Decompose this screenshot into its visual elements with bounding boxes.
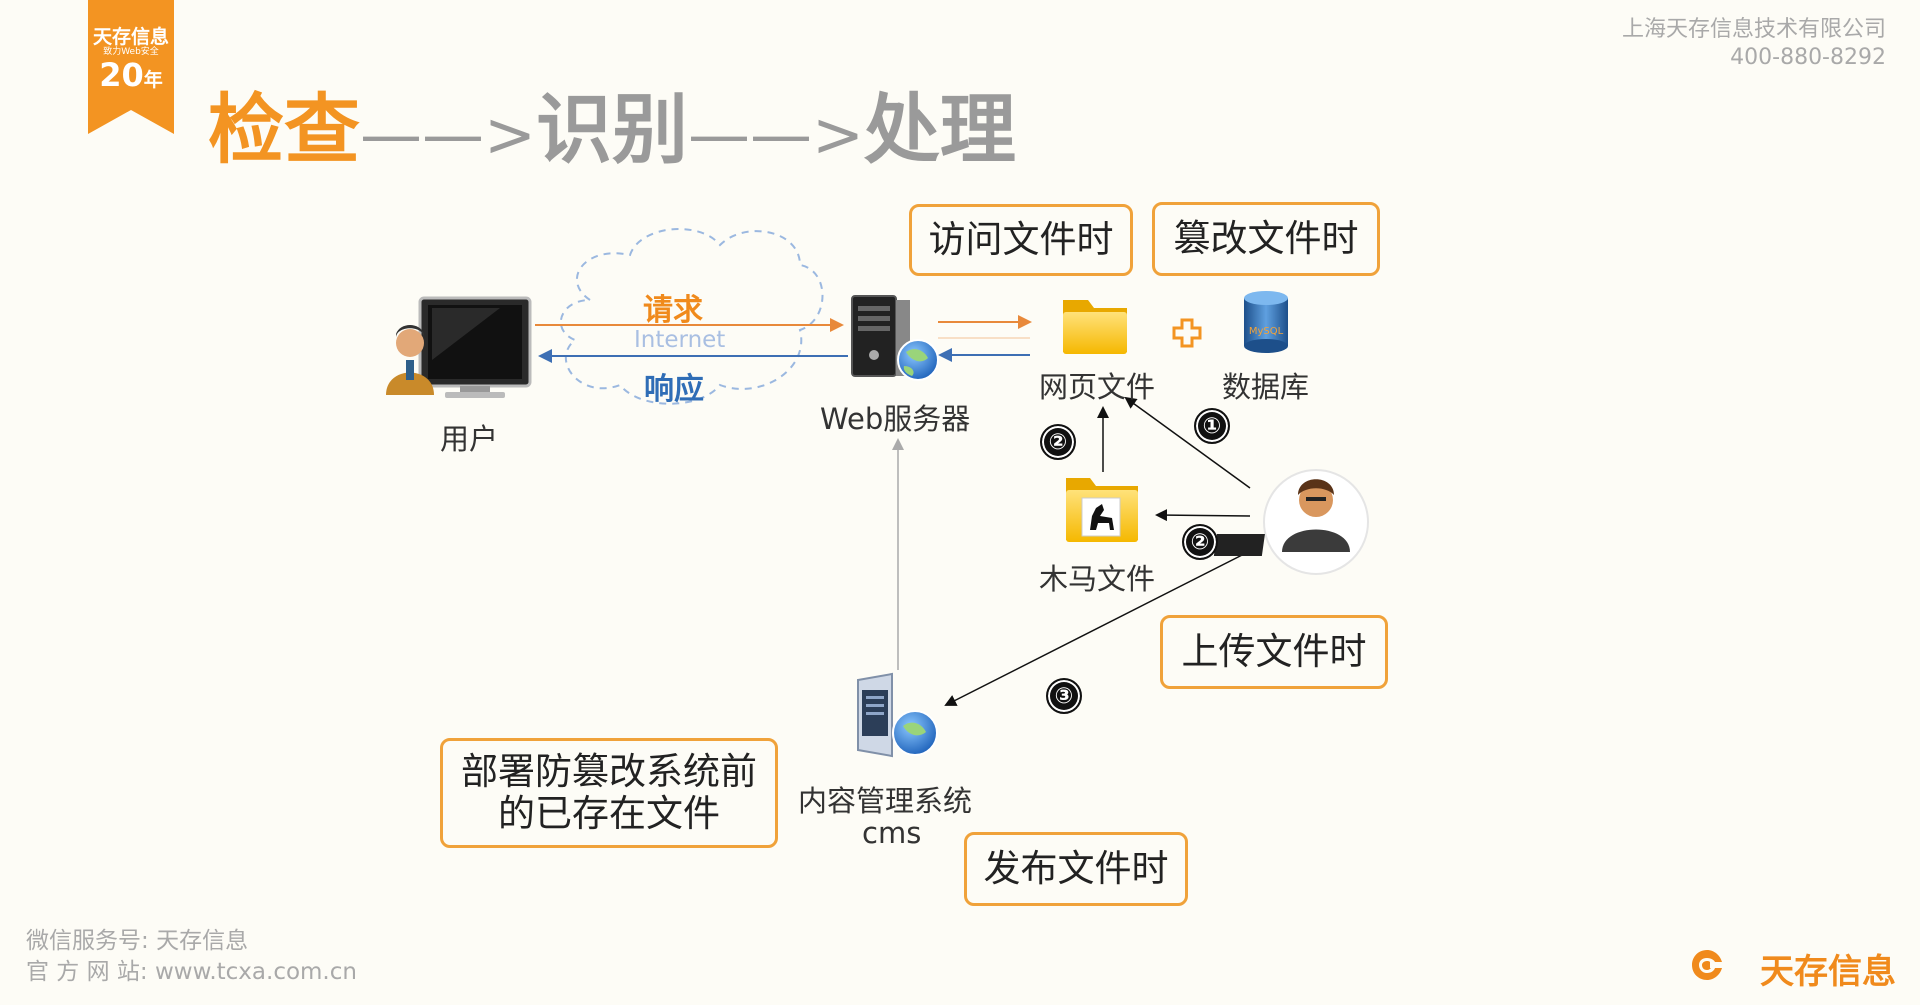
database-icon: MySQL <box>1244 291 1288 353</box>
web-file-folder-icon <box>1063 300 1127 354</box>
badge-years: 20年 <box>99 56 163 94</box>
response-label: 响应 <box>644 372 704 407</box>
arrow-step3 <box>944 549 1253 706</box>
callout-existing-line2: 的已存在文件 <box>498 792 720 835</box>
title-arrow-2: ——> <box>687 98 864 171</box>
step-2-badge-lower: ② <box>1182 524 1218 560</box>
user-person-icon <box>386 325 434 395</box>
callout-upload: 上传文件时 <box>1160 615 1388 689</box>
trojan-file-label: 木马文件 <box>1039 562 1156 596</box>
company-phone: 400-880-8292 <box>1730 45 1886 70</box>
web-server-icon <box>851 295 939 381</box>
cms-label: 内容管理系统 <box>798 784 973 818</box>
attacker-icon <box>1213 469 1369 575</box>
wechat-value: 天存信息 <box>156 928 249 954</box>
title-check: 检查 <box>208 85 360 174</box>
title-identify: 识别 <box>535 85 688 174</box>
brand-logo-text: 天存信息 <box>1760 952 1896 992</box>
callout-publish: 发布文件时 <box>964 832 1188 906</box>
callout-access: 访问文件时 <box>909 204 1133 276</box>
badge-brand: 天存信息 <box>92 26 169 48</box>
company-name: 上海天存信息技术有限公司 <box>1621 17 1886 42</box>
callout-existing-files: 部署防篡改系统前 的已存在文件 <box>440 738 778 848</box>
user-label: 用户 <box>440 422 499 456</box>
cms-sub-label: cms <box>862 816 922 850</box>
company-info: 上海天存信息技术有限公司 400-880-8292 <box>1622 16 1886 72</box>
title-handle: 处理 <box>863 85 1016 174</box>
arrow-step2 <box>1155 509 1251 522</box>
step-3-badge: ③ <box>1046 678 1082 714</box>
step-2-badge-upper: ② <box>1040 424 1076 460</box>
callout-tamper: 篡改文件时 <box>1152 202 1380 276</box>
mysql-label: MySQL <box>1249 326 1284 337</box>
page-title: 检查——>识别——>处理 <box>208 68 1016 178</box>
site-value[interactable]: www.tcxa.com.cn <box>155 959 357 985</box>
callout-existing-line1: 部署防篡改系统前 <box>461 750 757 793</box>
web-file-label: 网页文件 <box>1039 370 1156 404</box>
database-label: 数据库 <box>1222 370 1310 404</box>
badge-tagline: 致力Web安全 <box>103 47 159 57</box>
plus-icon <box>1172 318 1202 348</box>
cms-server-icon <box>857 672 938 758</box>
footer-info: 微信服务号: 天存信息 官 方 网 站: www.tcxa.com.cn <box>26 926 357 988</box>
wechat-label: 微信服务号: <box>26 928 149 954</box>
internet-label: Internet <box>634 327 726 353</box>
internet-cloud <box>559 228 824 405</box>
request-label: 请求 <box>643 293 703 328</box>
arrow-step1 <box>1124 396 1251 489</box>
trojan-file-icon <box>1066 478 1138 542</box>
brand-logo-icon <box>1692 950 1722 980</box>
user-computer-icon <box>418 296 532 398</box>
step-1-badge: ① <box>1194 408 1230 444</box>
title-arrow-1: ——> <box>360 98 536 171</box>
web-server-label: Web服务器 <box>820 402 971 436</box>
anniversary-badge <box>88 0 174 134</box>
site-label: 官 方 网 站: <box>26 959 148 985</box>
